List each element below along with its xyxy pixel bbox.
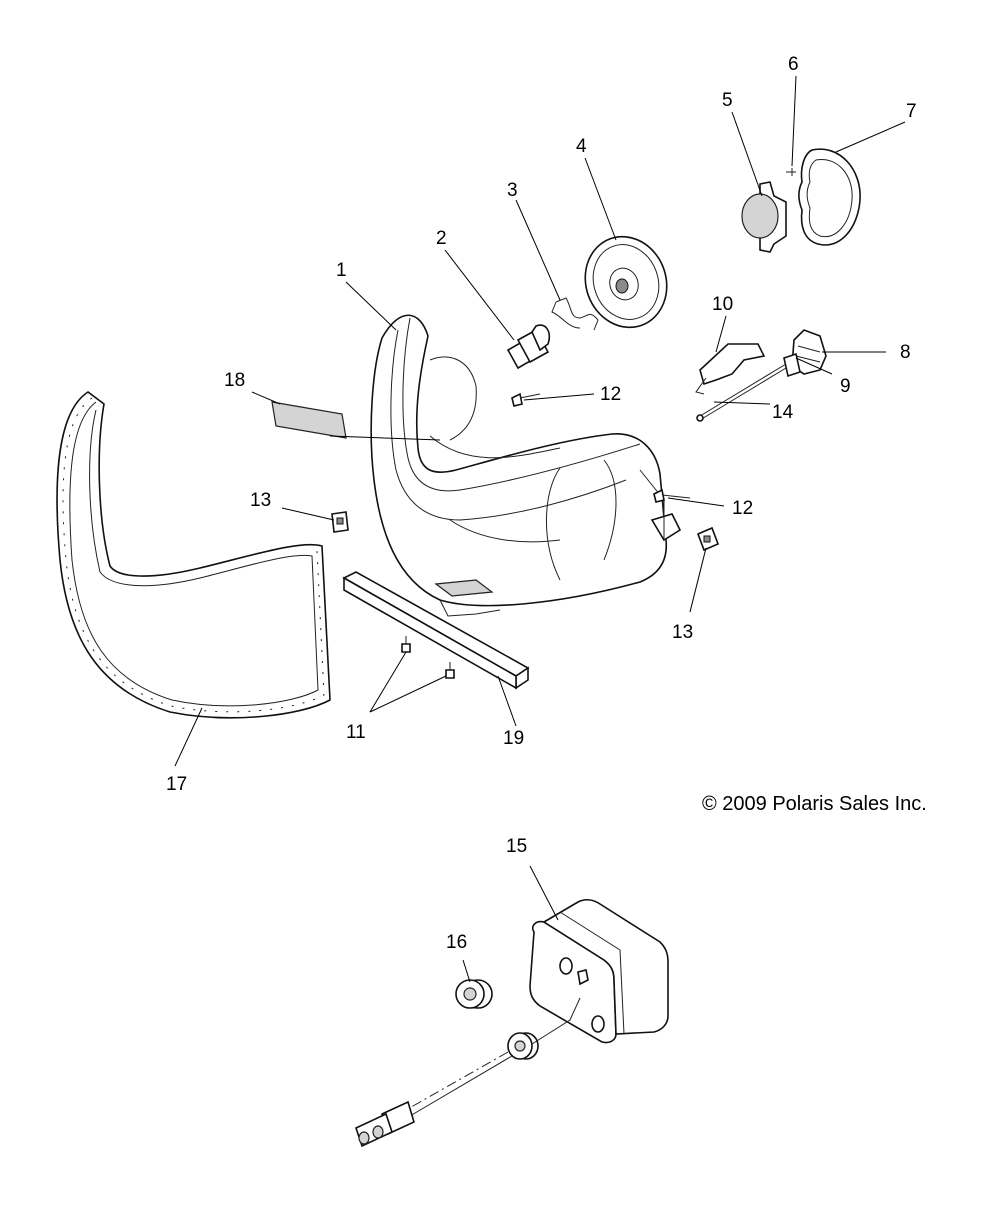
adjuster-assembly-part bbox=[695, 329, 827, 422]
callout-3: 3 bbox=[507, 180, 518, 201]
callout-11: 11 bbox=[346, 722, 366, 743]
callout-2: 2 bbox=[436, 228, 447, 249]
callout-13-right: 13 bbox=[672, 622, 693, 643]
foam-bar-part bbox=[342, 571, 530, 690]
callout-12-lower: 12 bbox=[732, 498, 753, 519]
headlight-housing-part bbox=[370, 314, 682, 617]
pin-part-pair bbox=[401, 636, 455, 679]
callout-6: 6 bbox=[788, 54, 799, 75]
foam-tape-part bbox=[271, 401, 347, 439]
wire-harness-part bbox=[355, 997, 581, 1148]
clip-nut-part-left bbox=[331, 511, 349, 533]
callout-15: 15 bbox=[506, 836, 527, 857]
bulb-part bbox=[506, 324, 551, 370]
retaining-clip-part bbox=[551, 297, 599, 331]
seal-gasket-part bbox=[56, 391, 331, 719]
callout-labels: 1 2 3 4 5 6 7 8 9 10 11 12 12 13 13 14 1… bbox=[166, 54, 917, 953]
screw-part-upper bbox=[511, 392, 541, 407]
lens-gasket-part bbox=[798, 148, 861, 246]
grommet-part bbox=[455, 979, 539, 1060]
callout-14: 14 bbox=[772, 402, 794, 423]
screw-small-part bbox=[786, 168, 796, 176]
callout-4: 4 bbox=[576, 136, 587, 157]
callout-9: 9 bbox=[840, 376, 851, 397]
lens-part bbox=[741, 181, 787, 253]
tail-light-part bbox=[529, 899, 669, 1044]
callout-7: 7 bbox=[906, 101, 917, 122]
callout-12-upper: 12 bbox=[600, 384, 621, 405]
callout-19: 19 bbox=[503, 728, 524, 749]
callout-5: 5 bbox=[722, 90, 733, 111]
leader-lines bbox=[174, 75, 906, 983]
callout-16: 16 bbox=[446, 932, 467, 953]
clip-nut-part-right bbox=[696, 526, 720, 552]
callout-13-left: 13 bbox=[250, 490, 271, 511]
callout-10: 10 bbox=[712, 294, 733, 315]
reflector-cover-part bbox=[584, 235, 668, 329]
screw-part-lower bbox=[653, 488, 691, 503]
callout-18: 18 bbox=[224, 370, 245, 391]
copyright-notice: © 2009 Polaris Sales Inc. bbox=[702, 793, 927, 815]
callout-1: 1 bbox=[336, 260, 347, 281]
callout-8: 8 bbox=[900, 342, 911, 363]
callout-17: 17 bbox=[166, 774, 187, 795]
